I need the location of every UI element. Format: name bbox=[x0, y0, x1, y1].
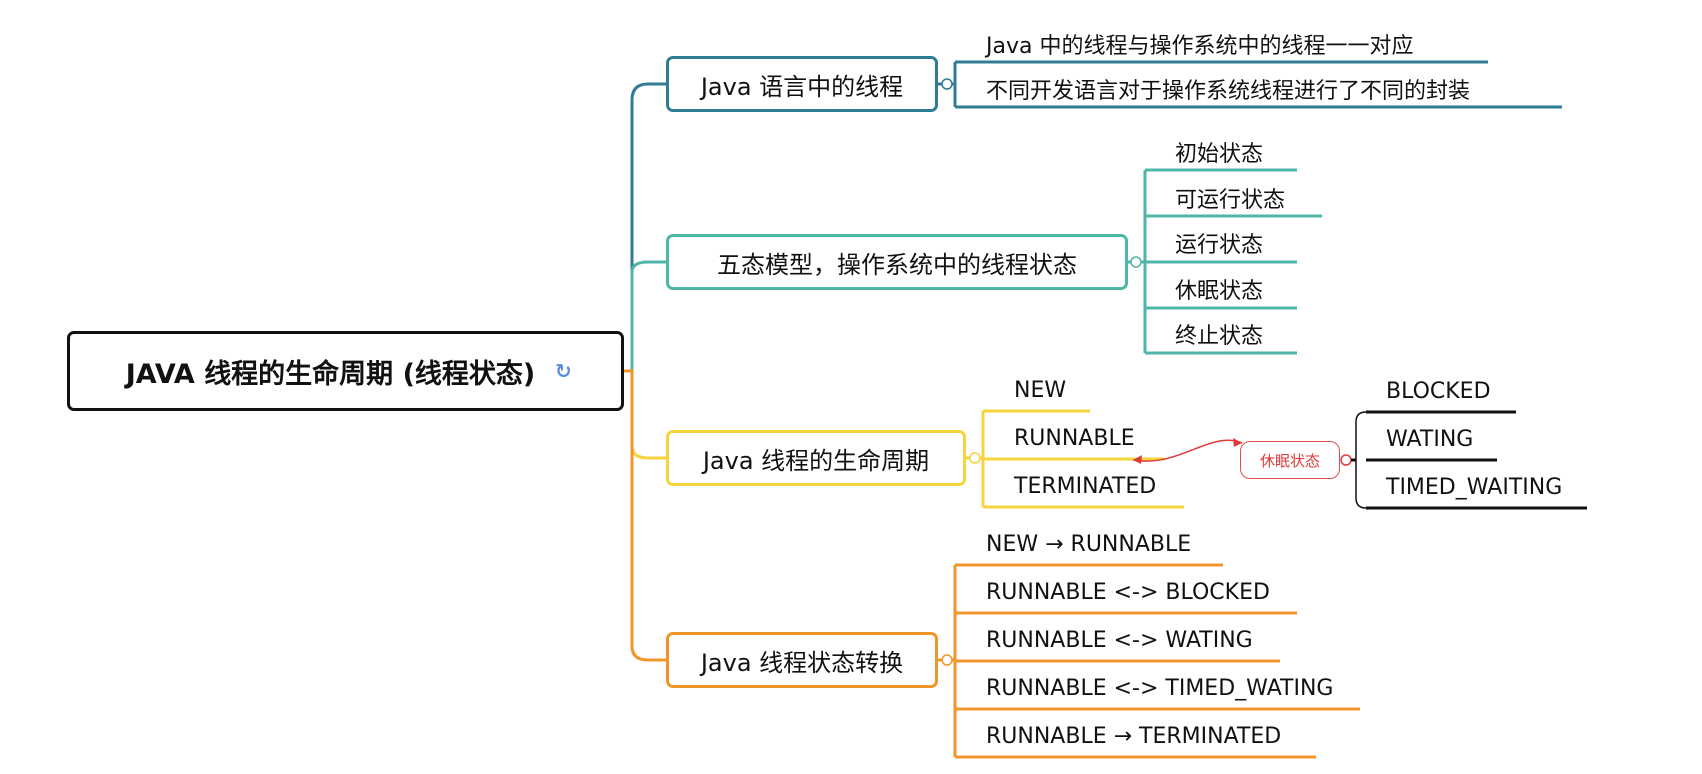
sync-icon: ↻ bbox=[555, 359, 572, 383]
sleep-node-collapse-toggle bbox=[1340, 454, 1352, 466]
branch4-leaf-lines bbox=[938, 563, 1360, 759]
leaf-topic[interactable]: TIMED_WAITING bbox=[1386, 475, 1563, 500]
leaf-topic[interactable]: NEW → RUNNABLE bbox=[986, 532, 1192, 557]
sleep-node-leaf-lines bbox=[1351, 410, 1587, 510]
root-title: JAVA 线程的生命周期 (线程状态) bbox=[125, 358, 536, 390]
connector-root-b1 bbox=[624, 82, 666, 373]
branch2-collapse-toggle bbox=[1130, 256, 1142, 268]
sleep-state-floating-topic[interactable]: 休眠状态 bbox=[1240, 441, 1340, 479]
leaf-topic[interactable]: RUNNABLE → TERMINATED bbox=[986, 724, 1282, 749]
branch1-collapse-toggle bbox=[941, 78, 953, 90]
branch-label: Java 线程的生命周期 bbox=[702, 446, 930, 475]
leaf-topic[interactable]: 终止状态 bbox=[1175, 324, 1264, 349]
connector-root-b2 bbox=[624, 260, 666, 373]
branch-java-lifecycle[interactable]: Java 线程的生命周期 bbox=[666, 430, 966, 486]
branch-state-transition[interactable]: Java 线程状态转换 bbox=[666, 632, 938, 688]
leaf-topic[interactable]: 可运行状态 bbox=[1175, 188, 1286, 213]
leaf-topic[interactable]: 不同开发语言对于操作系统线程进行了不同的封装 bbox=[986, 79, 1471, 104]
relation-arrowhead-end bbox=[1233, 438, 1242, 447]
leaf-topic[interactable]: WATING bbox=[1386, 427, 1474, 452]
leaf-topic[interactable]: BLOCKED bbox=[1386, 379, 1491, 404]
connector-root-b3 bbox=[624, 369, 666, 460]
leaf-topic[interactable]: RUNNABLE <-> BLOCKED bbox=[986, 580, 1270, 605]
branch-java-thread[interactable]: Java 语言中的线程 bbox=[666, 56, 938, 112]
leaf-topic[interactable]: RUNNABLE <-> TIMED_WATING bbox=[986, 676, 1334, 701]
branch-label: Java 线程状态转换 bbox=[700, 648, 904, 677]
branch4-collapse-toggle bbox=[941, 654, 953, 666]
leaf-topic[interactable]: TERMINATED bbox=[1014, 474, 1157, 499]
relation-arrowhead-start bbox=[1133, 455, 1142, 464]
leaf-topic[interactable]: 初始状态 bbox=[1175, 142, 1264, 167]
relation-arrow bbox=[1132, 439, 1243, 462]
branch-label: 五态模型，操作系统中的线程状态 bbox=[717, 250, 1077, 279]
root-topic[interactable]: JAVA 线程的生命周期 (线程状态) ↻ bbox=[67, 331, 624, 411]
sleep-label: 休眠状态 bbox=[1259, 451, 1320, 470]
leaf-topic[interactable]: 休眠状态 bbox=[1175, 279, 1264, 304]
branch3-collapse-toggle bbox=[969, 452, 981, 464]
branch-label: Java 语言中的线程 bbox=[700, 72, 904, 101]
leaf-topic[interactable]: RUNNABLE bbox=[1014, 426, 1135, 451]
leaf-topic[interactable]: NEW bbox=[1014, 378, 1067, 403]
leaf-topic[interactable]: RUNNABLE <-> WATING bbox=[986, 628, 1253, 653]
branch-five-state-model[interactable]: 五态模型，操作系统中的线程状态 bbox=[666, 234, 1128, 290]
connector-root-b4 bbox=[624, 369, 666, 662]
leaf-topic[interactable]: 运行状态 bbox=[1175, 233, 1264, 258]
leaf-topic[interactable]: Java 中的线程与操作系统中的线程一一对应 bbox=[986, 34, 1414, 59]
